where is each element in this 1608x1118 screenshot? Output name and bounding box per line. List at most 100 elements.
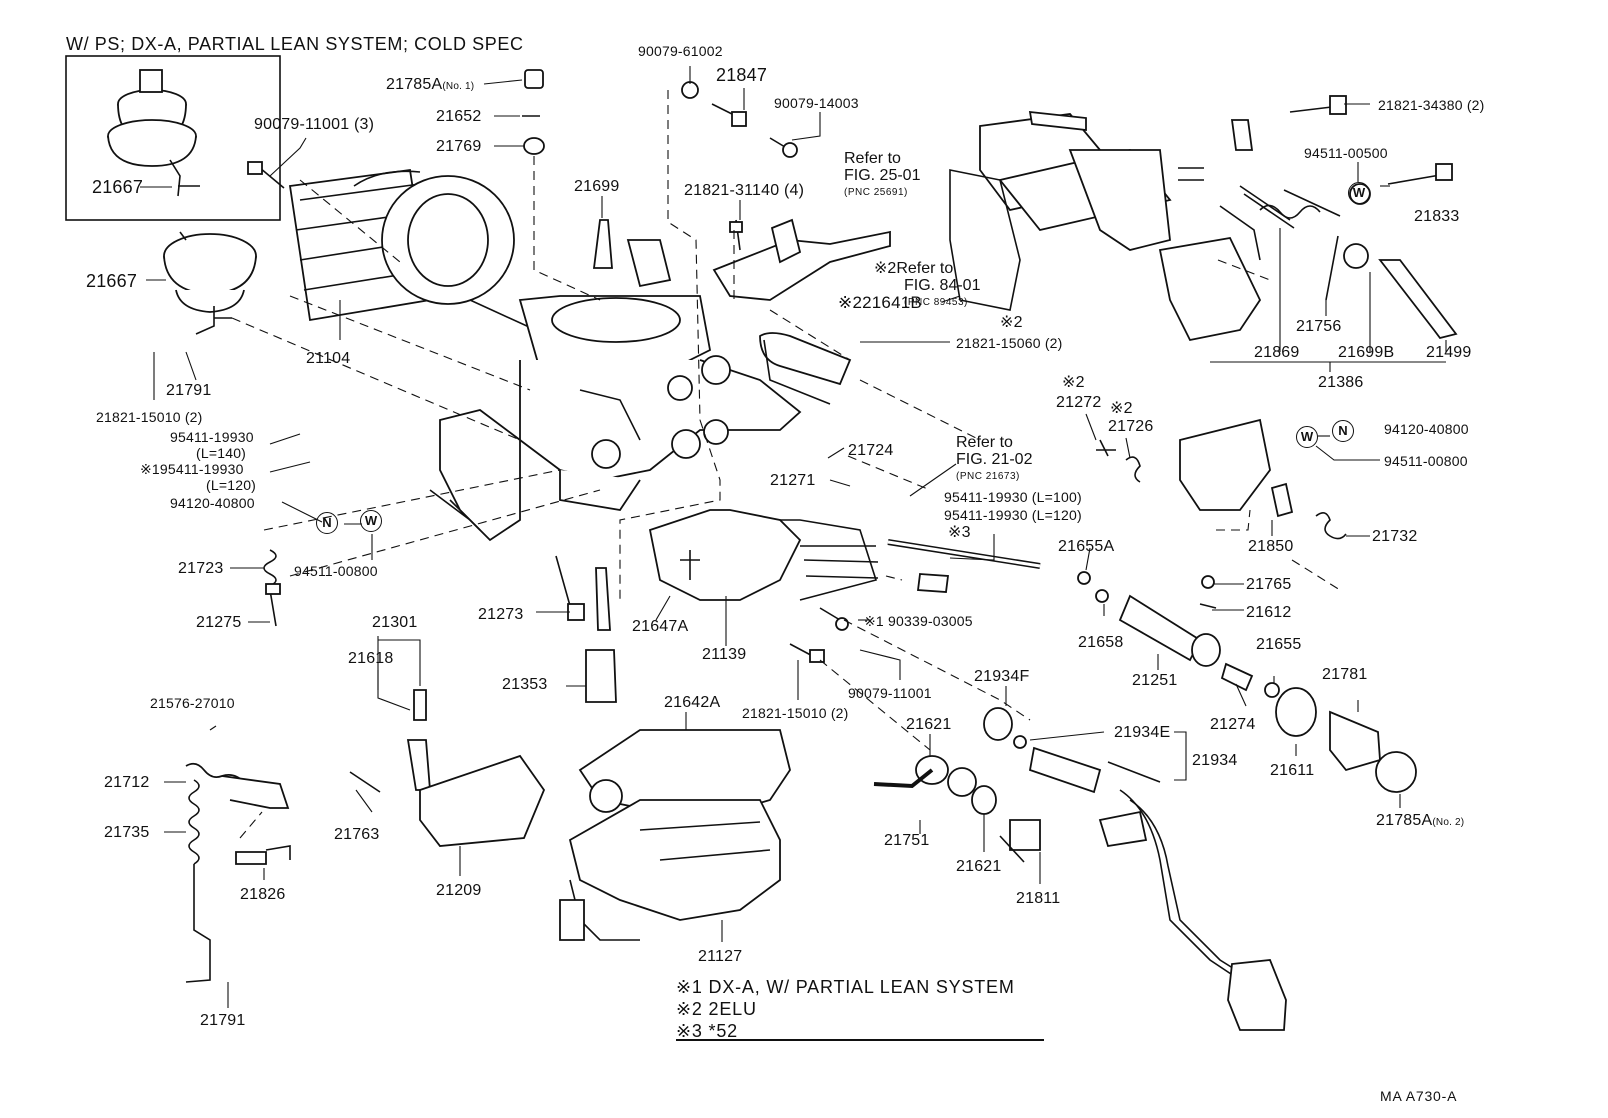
reference-fig-25[interactable]: Refer to FIG. 25-01 (PNC 25691) (844, 150, 920, 201)
part-label[interactable]: 21833 (1414, 208, 1460, 225)
part-label[interactable]: 21726 (1108, 418, 1154, 435)
part-label[interactable]: 21658 (1078, 634, 1124, 651)
part-label[interactable]: 21274 (1210, 716, 1256, 733)
part-label[interactable]: 21723 (178, 560, 224, 577)
part-label[interactable]: 21934F (974, 668, 1030, 685)
part-label[interactable]: 21781 (1322, 666, 1368, 683)
part-label[interactable]: 21621 (906, 716, 952, 733)
part-label[interactable]: 21209 (436, 882, 482, 899)
part-label[interactable]: 21791 (166, 382, 212, 399)
part-label[interactable]: 21785A(No. 1) (386, 76, 475, 93)
part-label[interactable]: ※1 90339-03005 (864, 613, 973, 629)
footnote-2: ※2 2ELU (676, 999, 757, 1019)
part-label[interactable]: 90079-61002 (638, 43, 723, 59)
reference-title: Refer to (896, 260, 954, 277)
part-label[interactable]: 21791 (200, 1012, 246, 1029)
part-label[interactable]: 21934 (1192, 752, 1238, 769)
part-label[interactable]: 21821-31140 (4) (684, 182, 805, 199)
part-label[interactable]: 21821-15060 (2) (956, 335, 1063, 351)
part-label[interactable]: 21724 (848, 442, 894, 459)
part-label[interactable]: 90079-14003 (774, 95, 859, 111)
reference-fig-84[interactable]: ※2Refer to FIG. 84-01 (PNC 89453) (874, 260, 980, 311)
part-label[interactable]: 21850 (1248, 538, 1294, 555)
part-label[interactable]: 21127 (698, 948, 743, 965)
part-label[interactable]: 21821-15010 (2) (742, 705, 849, 721)
part-label[interactable]: 21826 (240, 886, 286, 903)
part-label[interactable]: 90079-11001 (848, 685, 932, 701)
reference-figure: FIG. 25-01 (844, 167, 921, 184)
part-label[interactable]: 21611 (1270, 762, 1315, 779)
part-label[interactable]: 95411-19930 (L=120) (944, 507, 1082, 523)
small-parts-top (247, 69, 798, 288)
part-label[interactable]: 21139 (702, 646, 747, 663)
part-label[interactable]: 94511-00500 (1304, 145, 1388, 161)
part-label[interactable]: 21699B (1338, 344, 1395, 361)
reference-title: Refer to (844, 150, 901, 167)
part-label: ※2 (1110, 400, 1133, 417)
part-label[interactable]: 21821-34380 (2) (1378, 97, 1485, 113)
part-label[interactable]: 95411-19930 (170, 429, 254, 445)
part-label[interactable]: 21769 (436, 138, 482, 155)
part-label[interactable]: 21821-15010 (2) (96, 409, 203, 425)
part-label[interactable]: 21811 (1016, 890, 1061, 907)
part-label[interactable]: 94120-40800 (170, 495, 255, 511)
lower-right-parts (873, 707, 1287, 1031)
part-label[interactable]: 21732 (1372, 528, 1418, 545)
part-label[interactable]: 21667 (92, 177, 144, 197)
part-label[interactable]: 90079-11001 (3) (254, 116, 375, 133)
part-label[interactable]: 21642A (664, 694, 721, 711)
part-label[interactable]: 21386 (1318, 374, 1364, 391)
part-label[interactable]: 21751 (884, 832, 930, 849)
part-label[interactable]: 94120-40800 (1384, 421, 1469, 437)
part-label[interactable]: 21869 (1254, 344, 1300, 361)
part-label[interactable]: 21618 (348, 650, 394, 667)
part-label[interactable]: 95411-19930 (L=100) (944, 489, 1082, 505)
part-label[interactable]: 21712 (104, 774, 150, 791)
part-label[interactable]: 21763 (334, 826, 380, 843)
part-label[interactable]: 21756 (1296, 318, 1342, 335)
part-label[interactable]: 21353 (502, 676, 548, 693)
part-label[interactable]: 21735 (104, 824, 150, 841)
part-label: ※2 (1000, 314, 1023, 331)
part-label[interactable]: 21847 (716, 65, 768, 85)
part-label[interactable]: 21272 (1056, 394, 1102, 411)
part-label[interactable]: ※195411-19930 (140, 461, 244, 477)
part-label[interactable]: 21576-27010 (150, 695, 235, 711)
part-label[interactable]: 21934E (1114, 724, 1171, 741)
w-mark-icon: W (360, 510, 382, 532)
n-mark-icon: N (316, 512, 338, 534)
part-label[interactable]: ※221641B (838, 293, 922, 312)
part-label[interactable]: 21667 (86, 271, 138, 291)
part-label[interactable]: 21621 (956, 858, 1002, 875)
part-label[interactable]: 21271 (770, 472, 816, 489)
part-label[interactable]: 94511-00800 (1384, 453, 1468, 469)
part-label: ※2 (1062, 374, 1085, 391)
bracket-21647A-drawing (648, 509, 879, 663)
part-label[interactable]: 21699 (574, 178, 620, 195)
part-label[interactable]: 21655 (1256, 636, 1302, 653)
part-label[interactable]: 21104 (306, 350, 351, 367)
reference-pnc: (PNC 21673) (956, 471, 1020, 482)
bracket-21641-drawing (712, 218, 891, 405)
part-label[interactable]: 21612 (1246, 604, 1292, 621)
reference-mark: ※2 (874, 260, 897, 277)
part-label[interactable]: 94511-00800 (294, 563, 378, 579)
part-label[interactable]: 21655A (1058, 538, 1115, 555)
w-mark-icon: W (1348, 182, 1370, 204)
part-label[interactable]: 21499 (1426, 344, 1472, 361)
part-label: (L=140) (196, 445, 247, 461)
part-label[interactable]: 21785A(No. 2) (1376, 812, 1465, 829)
reference-fig-21[interactable]: Refer to FIG. 21-02 (PNC 21673) (956, 434, 1032, 485)
guide-lines (231, 90, 1341, 839)
part-label[interactable]: 21251 (1132, 672, 1178, 689)
part-label[interactable]: 21652 (436, 108, 482, 125)
middle-right-parts (887, 418, 1417, 793)
part-label[interactable]: 21765 (1246, 576, 1292, 593)
part-label[interactable]: 21273 (478, 606, 524, 623)
part-label[interactable]: 21647A (632, 618, 689, 635)
footnote-1: ※1 DX-A, W/ PARTIAL LEAN SYSTEM (676, 977, 1015, 997)
part-label[interactable]: 21301 (372, 614, 418, 631)
part-label[interactable]: 21275 (196, 614, 242, 631)
